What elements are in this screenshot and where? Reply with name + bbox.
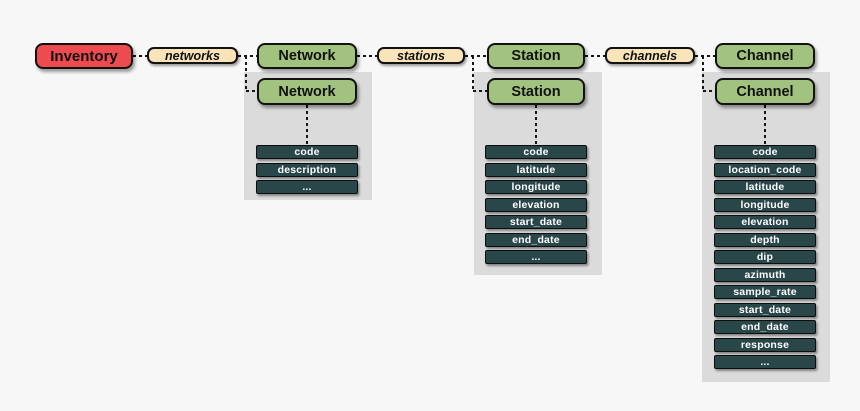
attribute-box: code (485, 145, 587, 159)
class-box-station: Station (487, 43, 585, 69)
attribute-box: ... (485, 250, 587, 264)
attribute-box: depth (714, 232, 816, 247)
connector-line (702, 56, 704, 91)
relation-label-networks: networks (147, 47, 238, 64)
relation-label-stations: stations (377, 47, 465, 64)
attribute-box: end_date (714, 320, 816, 334)
attribute-box: elevation (485, 197, 587, 212)
station-attribute-list: code latitude longitude elevation start_date… (485, 145, 587, 268)
attribute-box: start_date (485, 215, 587, 229)
attribute-box: azimuth (714, 267, 816, 282)
connector-line (238, 55, 257, 57)
connector-line (465, 55, 487, 57)
attribute-box: start_date (714, 302, 816, 317)
class-box-channel-instance: Channel (715, 78, 815, 105)
connector-line (306, 105, 308, 145)
attribute-box: response (714, 337, 816, 352)
attribute-box: longitude (714, 197, 816, 212)
connector-line (246, 90, 257, 92)
attribute-box: code (714, 145, 816, 159)
connector-line (133, 55, 147, 57)
connector-line (472, 56, 474, 91)
attribute-box: elevation (714, 215, 816, 229)
attribute-box: dip (714, 250, 816, 264)
class-box-network: Network (257, 43, 357, 69)
connector-line (535, 105, 537, 145)
attribute-box: description (256, 162, 358, 177)
connector-line (357, 55, 377, 57)
class-box-channel: Channel (715, 43, 815, 69)
attribute-box: ... (714, 355, 816, 369)
network-attribute-list: code description... (256, 145, 358, 198)
attribute-box: ... (256, 180, 358, 194)
attribute-box: latitude (714, 180, 816, 194)
connector-line (764, 105, 766, 145)
connector-line (703, 90, 715, 92)
attribute-box: latitude (485, 162, 587, 177)
attribute-box: end_date (485, 232, 587, 247)
connector-line (695, 55, 715, 57)
attribute-box: sample_rate (714, 285, 816, 299)
attribute-box: longitude (485, 180, 587, 194)
class-box-network-instance: Network (257, 78, 357, 105)
connector-line (473, 90, 487, 92)
channel-attribute-list: code location_code latitude longitude elevat… (714, 145, 816, 373)
connector-line (245, 56, 247, 91)
connector-line (585, 55, 605, 57)
relation-label-channels: channels (605, 47, 695, 64)
class-box-station-instance: Station (487, 78, 585, 105)
attribute-box: location_code (714, 162, 816, 177)
inventory-box: Inventory (35, 43, 133, 69)
attribute-box: code (256, 145, 358, 159)
